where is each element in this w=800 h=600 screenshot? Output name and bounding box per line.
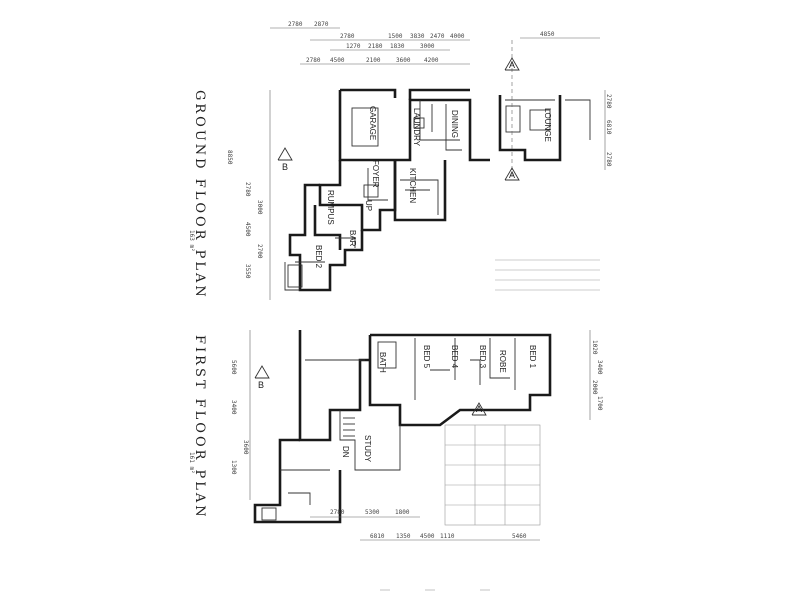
dim-top-3c: 1830 xyxy=(390,43,405,50)
dim-top-3a: 1270 xyxy=(346,43,361,50)
room-dn: DN xyxy=(341,446,350,458)
dim-top-4d: 3600 xyxy=(396,57,411,64)
room-dining: DINING xyxy=(450,110,459,138)
dim-gf-left-b: 2780 xyxy=(244,182,251,197)
section-a-marker-top: A xyxy=(509,60,515,70)
room-bed1: BED 1 xyxy=(528,345,537,369)
dim-ff-left-b: 3400 xyxy=(230,400,237,415)
dim-bed1-right-a: 1020 xyxy=(591,340,598,355)
room-bed2: BED 2 xyxy=(314,245,323,269)
dim-lounge-right-b: 6810 xyxy=(605,120,612,135)
dim-ff-left-c: 3600 xyxy=(242,440,249,455)
room-bar: BAR xyxy=(348,230,357,247)
room-rumpus: RUMPUS xyxy=(326,190,335,225)
dim-top-1a: 2780 xyxy=(288,21,303,28)
dim-bed1-right-d: 1700 xyxy=(596,396,603,411)
dim-top-2c: 3830 xyxy=(410,33,425,40)
ground-floor-area: 163 m² xyxy=(188,230,195,252)
dim-top-4a: 2780 xyxy=(306,57,321,64)
dim-top-right: 4850 xyxy=(540,31,555,38)
first-floor-plan: FIRST FLOOR PLAN 161 m² BATH BED 5 BED 4… xyxy=(188,330,603,541)
section-a-marker-lounge: A xyxy=(509,170,515,180)
room-bed4: BED 4 xyxy=(450,345,459,369)
room-study: STUDY xyxy=(363,435,372,463)
dim-top-2b: 1500 xyxy=(388,33,403,40)
dim-gf-left-c: 3000 xyxy=(256,200,263,215)
dim-gf-left-d: 4500 xyxy=(244,222,251,237)
dim-gf-left-e: 2700 xyxy=(256,244,263,259)
room-lounge: LOUNGE xyxy=(543,108,552,142)
dim-top-4e: 4200 xyxy=(424,57,439,64)
dim-top-4c: 2100 xyxy=(366,57,381,64)
dim-ff-bottom2-d: 1110 xyxy=(440,533,455,540)
dim-gf-left-a: 8850 xyxy=(226,150,233,165)
dim-lounge-right-c: 2780 xyxy=(605,152,612,167)
dim-lounge-right-a: 2780 xyxy=(605,94,612,109)
room-bed3: BED 3 xyxy=(478,345,487,369)
dim-top-4b: 4500 xyxy=(330,57,345,64)
section-b-marker-ground: B xyxy=(282,162,288,172)
first-floor-title: FIRST FLOOR PLAN xyxy=(192,335,207,520)
dim-top-2a: 2780 xyxy=(340,33,355,40)
dim-bed1-right-b: 3400 xyxy=(596,360,603,375)
dim-ff-bottom2-c: 4500 xyxy=(420,533,435,540)
room-garage: GARAGE xyxy=(368,106,377,140)
ground-floor-plan: GROUND FLOOR PLAN 163 m² GARAGE LAUNDRY … xyxy=(188,21,612,300)
dim-top-3b: 2180 xyxy=(368,43,383,50)
dim-ff-bottom2-a: 6810 xyxy=(370,533,385,540)
room-laundry: LAUNDRY xyxy=(412,108,421,147)
room-foyer: FOYER xyxy=(371,160,380,188)
dim-ff-bottom2-b: 1350 xyxy=(396,533,411,540)
dim-top-3d: 3000 xyxy=(420,43,435,50)
dim-bed1-right-c: 2000 xyxy=(591,380,598,395)
section-b-marker-first: B xyxy=(258,380,264,390)
dim-ff-left-a: 5600 xyxy=(230,360,237,375)
room-robe: ROBE xyxy=(498,350,507,373)
dim-ff-bottom-a: 2780 xyxy=(330,509,345,516)
room-up: UP xyxy=(364,200,373,211)
dim-ff-left-d: 1300 xyxy=(230,460,237,475)
room-bath: BATH xyxy=(378,352,387,373)
dim-ff-bottom-b: 5300 xyxy=(365,509,380,516)
dim-top-1b: 2870 xyxy=(314,21,329,28)
dim-gf-left-f: 3550 xyxy=(244,264,251,279)
room-bed5: BED 5 xyxy=(422,345,431,369)
section-a-marker-first: A xyxy=(476,404,482,414)
dim-ff-bottom2-e: 5460 xyxy=(512,533,527,540)
room-kitchen: KITCHEN xyxy=(408,168,417,203)
first-floor-area: 161 m² xyxy=(188,452,195,474)
dim-top-2d: 2470 xyxy=(430,33,445,40)
dim-top-2e: 4000 xyxy=(450,33,465,40)
dim-ff-bottom-c: 1800 xyxy=(395,509,410,516)
ground-floor-title: GROUND FLOOR PLAN xyxy=(192,90,207,300)
